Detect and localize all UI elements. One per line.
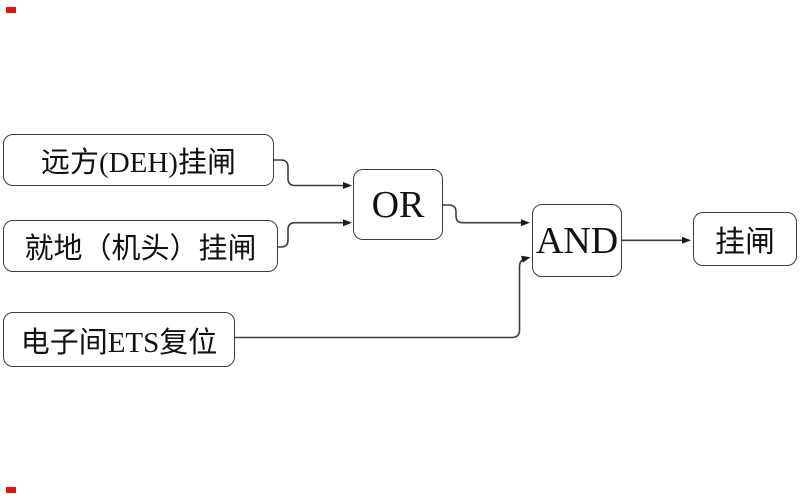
node-gate-or: OR xyxy=(353,169,443,240)
node-gate-and: AND xyxy=(532,204,622,277)
node-label: AND xyxy=(535,219,619,262)
arrowhead-icon xyxy=(682,236,691,244)
red-marker-bottom-left xyxy=(6,487,16,493)
node-input-remote-deh: 远方(DEH)挂闸 xyxy=(3,134,274,186)
connector-and-to-output xyxy=(622,236,691,244)
node-label: 远方(DEH)挂闸 xyxy=(41,147,236,179)
node-label: OR xyxy=(371,183,425,226)
connector-local-head-to-or xyxy=(278,219,352,248)
connector-ets-reset-to-and xyxy=(235,255,531,339)
arrowhead-icon xyxy=(343,219,352,227)
connector-remote-deh-to-or xyxy=(274,159,352,189)
node-label: 就地（机头）挂闸 xyxy=(24,233,257,265)
node-input-ets-reset: 电子间ETS复位 xyxy=(3,312,235,367)
arrowhead-icon xyxy=(521,255,531,263)
node-label: 挂闸 xyxy=(715,226,775,259)
node-input-local-head: 就地（机头）挂闸 xyxy=(3,220,278,272)
red-marker-top-left xyxy=(6,7,16,13)
node-output-latch: 挂闸 xyxy=(693,212,797,266)
connector-or-to-and xyxy=(443,204,530,227)
arrowhead-icon xyxy=(343,182,352,189)
arrowhead-icon xyxy=(521,219,530,227)
node-label: 电子间ETS复位 xyxy=(20,326,218,359)
